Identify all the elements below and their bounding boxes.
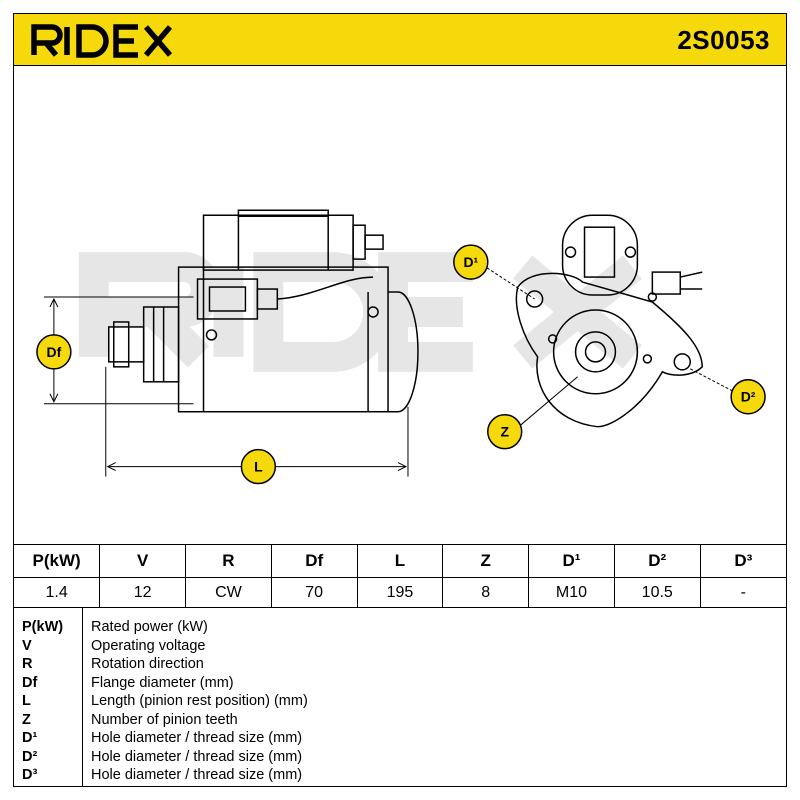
legend-item: P(kW) Rated power (kW) bbox=[14, 618, 786, 637]
part-number: 2S0053 bbox=[677, 25, 770, 55]
spec-header-d1: D¹ bbox=[528, 544, 615, 578]
legend-key: Df bbox=[22, 674, 38, 691]
spec-header-voltage: V bbox=[99, 544, 187, 578]
spec-header-d2: D² bbox=[613, 544, 701, 578]
legend-item: V Operating voltage bbox=[14, 637, 786, 656]
spec-value-teeth: 8 bbox=[442, 577, 530, 608]
drawing-canvas: Df L bbox=[36, 209, 766, 485]
spec-value-d1: M10 bbox=[528, 577, 615, 608]
spec-header-teeth: Z bbox=[442, 544, 530, 578]
spec-header-power: P(kW) bbox=[14, 544, 101, 578]
spec-header-rotation: R bbox=[185, 544, 272, 578]
dimension-df bbox=[43, 296, 194, 405]
legend-item: Df Flange diameter (mm) bbox=[14, 674, 786, 693]
l-badge bbox=[240, 448, 277, 485]
spec-value-rotation: CW bbox=[185, 577, 272, 608]
df-label: Df bbox=[47, 344, 62, 360]
d2-label: D² bbox=[741, 389, 756, 405]
legend-desc: Rotation direction bbox=[91, 656, 204, 672]
legend-key: D² bbox=[22, 748, 38, 765]
legend-key: V bbox=[22, 637, 32, 654]
z-label: Z bbox=[500, 424, 509, 440]
legend-desc: Number of pinion teeth bbox=[91, 711, 238, 728]
legend-item: D² Hole diameter / thread size (mm) bbox=[14, 748, 786, 767]
legend-key: L bbox=[22, 693, 31, 709]
spec-value-flange: 70 bbox=[270, 577, 358, 608]
legend-desc: Hole diameter / thread size (mm) bbox=[91, 767, 303, 783]
legend-item: R Rotation direction bbox=[14, 655, 786, 674]
header-bar: 2S0053 bbox=[14, 14, 786, 66]
spec-value-row: 1.4 12 CW 70 195 8 M10 10.5 - bbox=[14, 577, 786, 608]
spec-header-length: L bbox=[356, 544, 444, 578]
legend-item: D¹ Hole diameter / thread size (mm) bbox=[14, 729, 786, 748]
df-badge bbox=[36, 334, 72, 370]
spec-value-voltage: 12 bbox=[99, 577, 187, 608]
spec-header-d3: D³ bbox=[699, 544, 786, 578]
legend-desc: Operating voltage bbox=[91, 637, 206, 654]
ridex-logo bbox=[31, 24, 173, 58]
legend-key: R bbox=[22, 656, 33, 672]
spec-value-d2: 10.5 bbox=[613, 577, 701, 608]
legend-item: D³ Hole diameter / thread size (mm) bbox=[14, 766, 786, 785]
spec-header-flange: Df bbox=[270, 544, 358, 578]
legend-item: L Length (pinion rest position) (mm) bbox=[14, 692, 786, 711]
spec-header-row: P(kW) V R Df L Z D¹ D² D³ bbox=[14, 544, 786, 578]
legend: P(kW) Rated power (kW) V Operating volta… bbox=[14, 607, 786, 787]
datasheet: 2S0053 bbox=[13, 13, 787, 787]
legend-desc: Hole diameter / thread size (mm) bbox=[91, 748, 303, 765]
legend-key: P(kW) bbox=[22, 619, 64, 635]
d1-badge bbox=[453, 244, 489, 280]
legend-desc: Flange diameter (mm) bbox=[91, 674, 234, 691]
d1-label: D¹ bbox=[463, 254, 478, 270]
spec-value-power: 1.4 bbox=[14, 577, 101, 608]
technical-drawing: Df L bbox=[14, 67, 786, 544]
legend-divider bbox=[82, 608, 83, 787]
spec-value-length: 195 bbox=[356, 577, 444, 608]
spec-value-d3: - bbox=[699, 577, 786, 608]
starter-side-view bbox=[108, 209, 419, 413]
legend-key: D¹ bbox=[22, 730, 38, 746]
legend-key: D³ bbox=[22, 767, 38, 783]
z-badge bbox=[487, 413, 523, 450]
starter-front-view bbox=[515, 214, 703, 428]
spec-table: P(kW) V R Df L Z D¹ D² D³ 1.4 12 CW 70 1… bbox=[14, 544, 786, 608]
legend-desc: Hole diameter / thread size (mm) bbox=[91, 730, 303, 746]
d2-badge bbox=[730, 379, 766, 415]
legend-item: Z Number of pinion teeth bbox=[14, 711, 786, 730]
legend-key: Z bbox=[22, 711, 31, 728]
l-label: L bbox=[254, 459, 263, 475]
legend-desc: Rated power (kW) bbox=[91, 619, 208, 635]
legend-desc: Length (pinion rest position) (mm) bbox=[91, 693, 308, 709]
